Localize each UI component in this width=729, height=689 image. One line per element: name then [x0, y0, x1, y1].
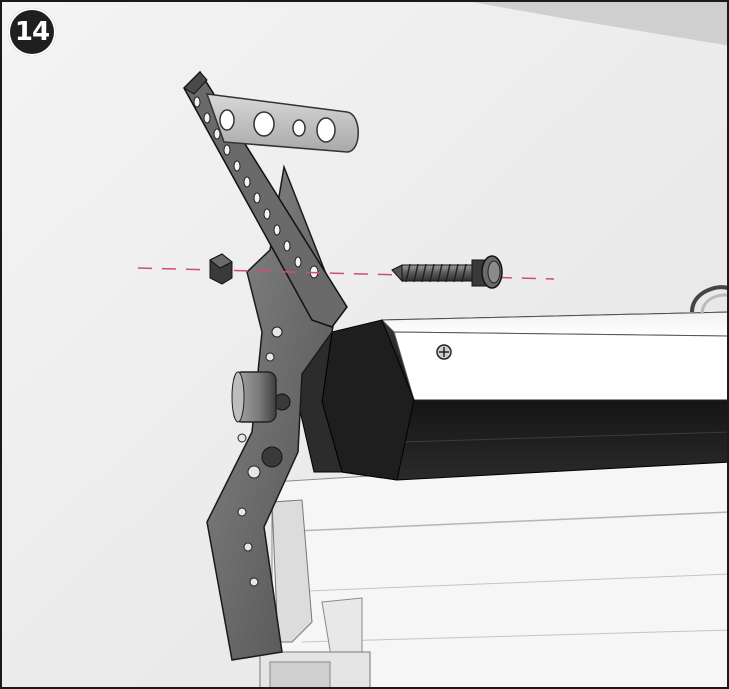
perforated-strap [205, 93, 359, 153]
step-number: 14 [14, 17, 50, 47]
screw [391, 255, 503, 289]
ceiling-edge [472, 2, 727, 46]
step-number-badge: 14 [8, 8, 56, 56]
cassette-profile [259, 453, 727, 687]
roller-tube [297, 285, 727, 481]
hex-nut [209, 253, 233, 285]
